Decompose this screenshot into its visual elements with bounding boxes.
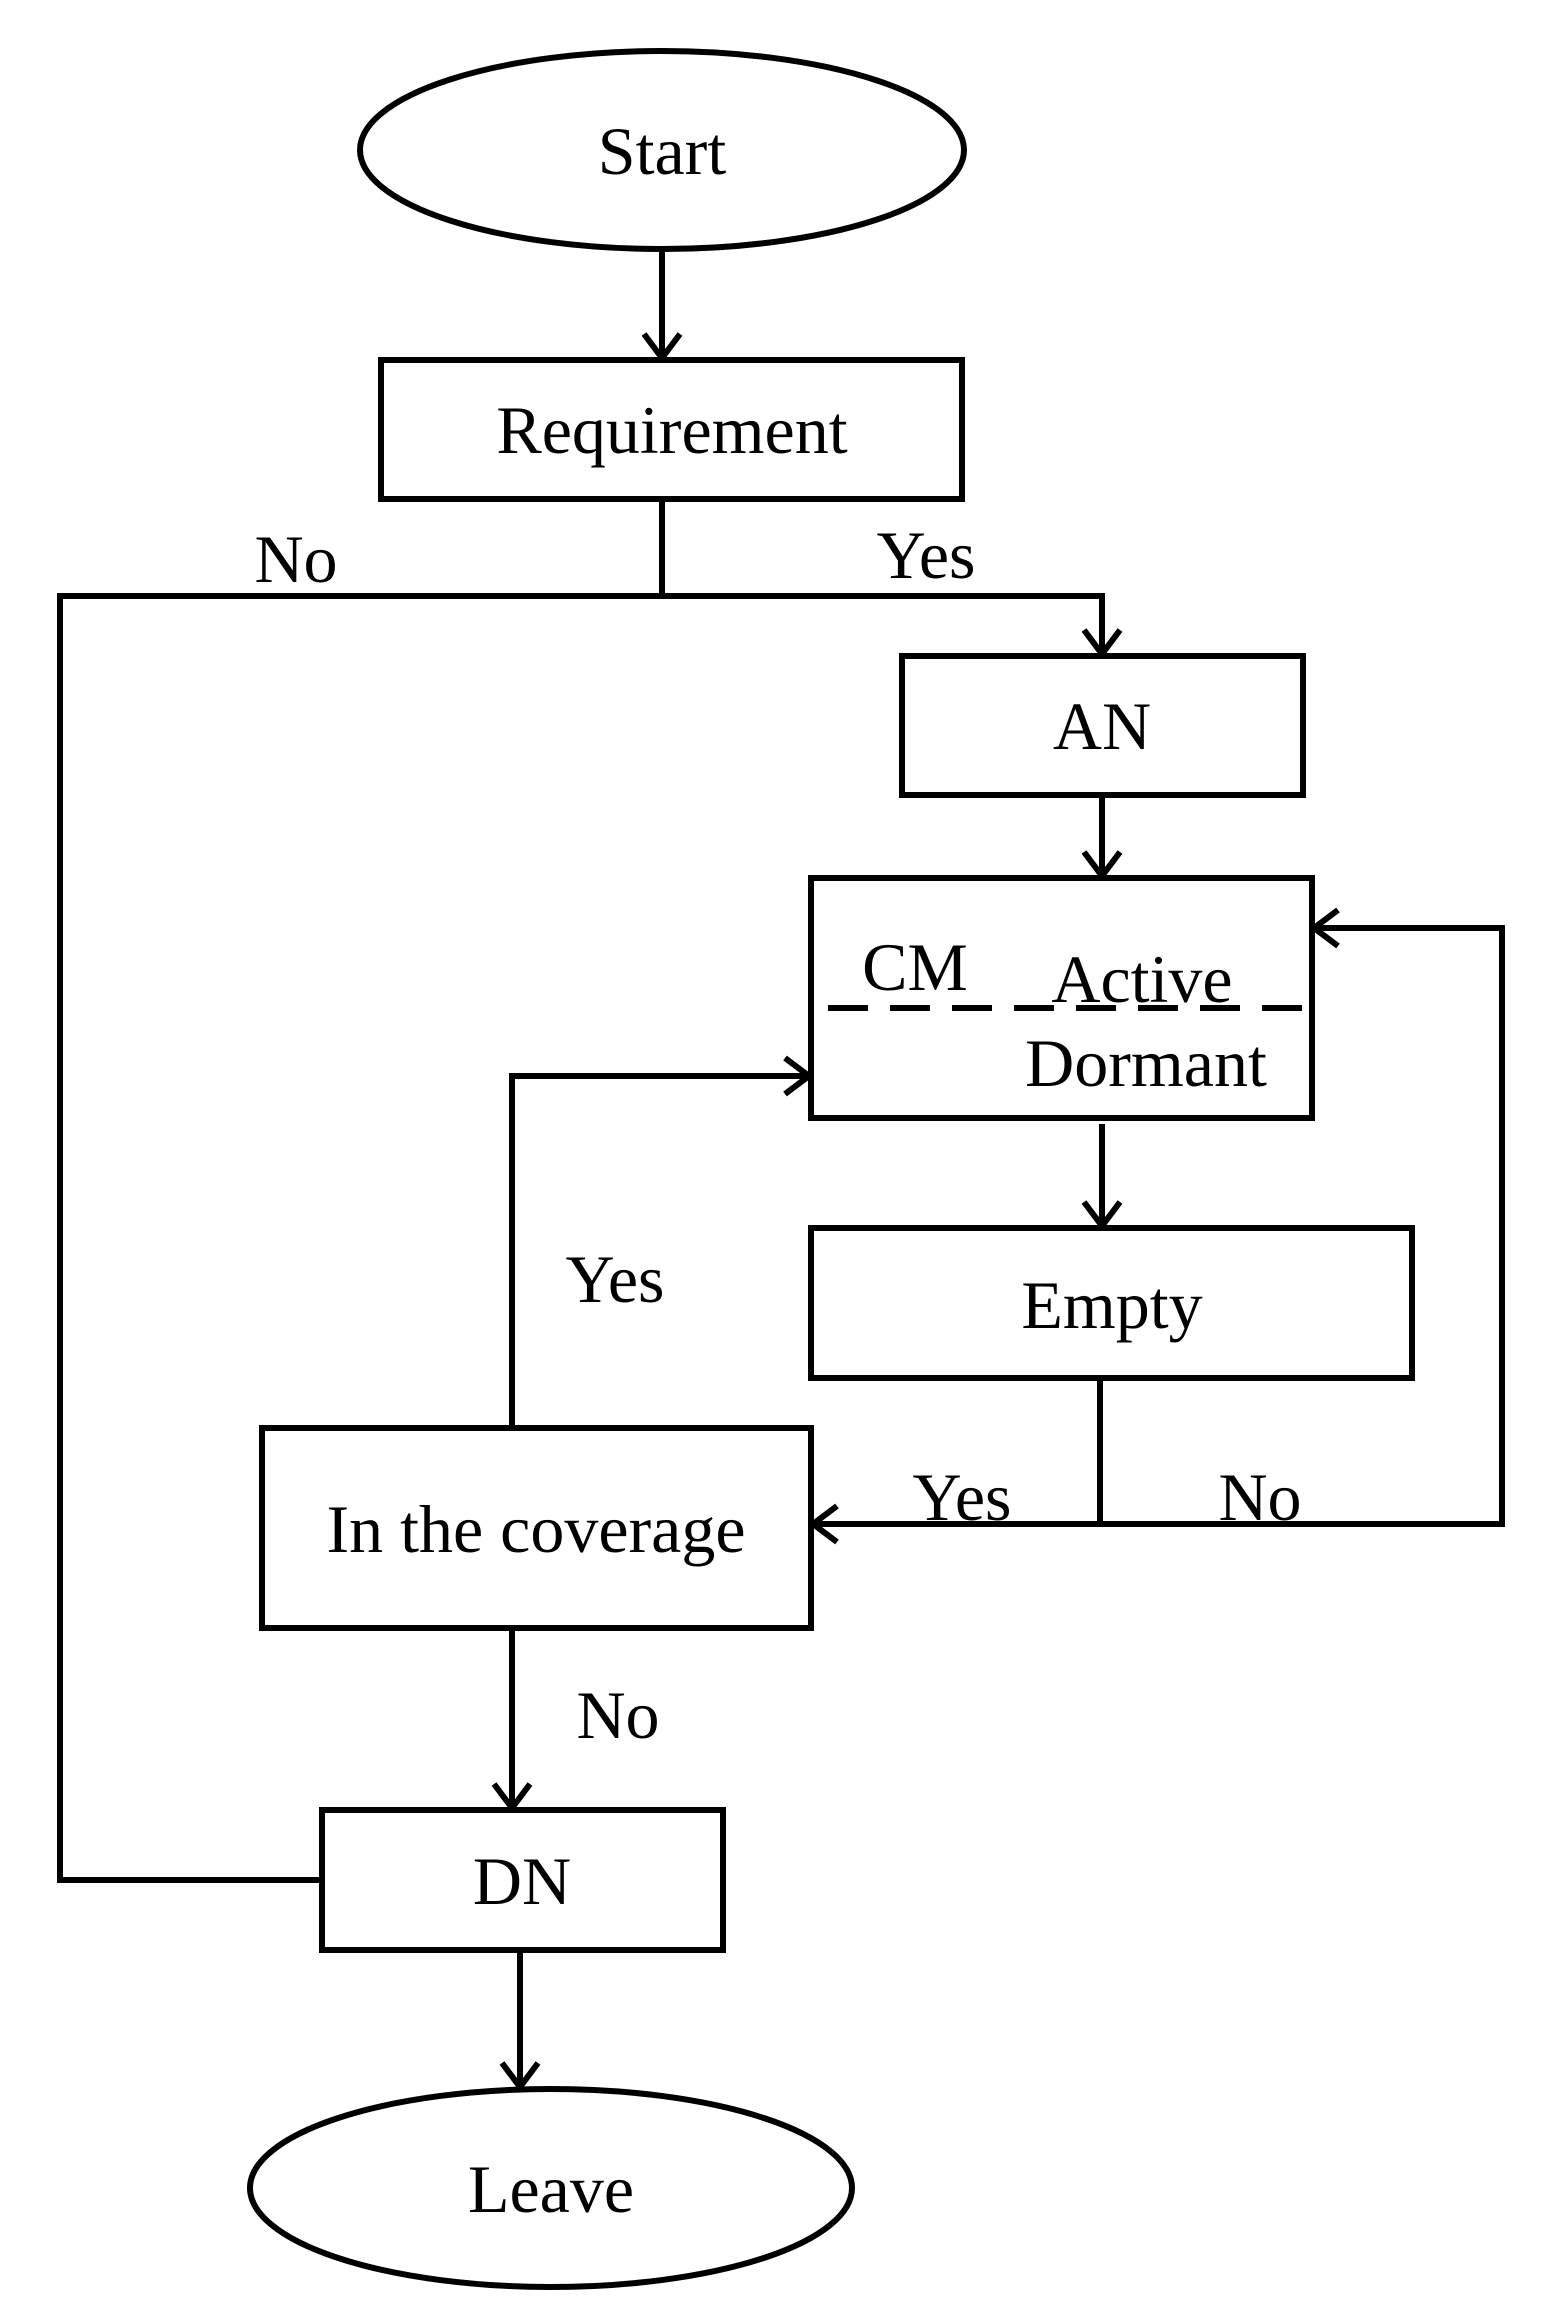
dn-label: DN — [473, 1843, 571, 1919]
arrowhead-empty — [1081, 1200, 1123, 1231]
requirement-node — [378, 357, 965, 502]
edge-requirement-no — [57, 593, 662, 1883]
arrowhead-an — [1081, 628, 1123, 659]
an-label: AN — [1053, 688, 1151, 764]
arrowhead-coverage — [808, 1503, 839, 1545]
cm-node — [808, 875, 1315, 1121]
edge-requirement-yes — [662, 593, 1105, 654]
active-label: Active — [1051, 941, 1232, 1017]
requirement-label: Requirement — [496, 392, 847, 468]
edge-label-empty-yes: Yes — [913, 1459, 1012, 1535]
cm-label: CM — [862, 929, 968, 1005]
empty-label: Empty — [1021, 1267, 1202, 1343]
start-label: Start — [598, 113, 727, 189]
arrowhead-requirement — [641, 332, 683, 363]
edge-label-empty-no: No — [1218, 1459, 1301, 1535]
edge-label-req-yes: Yes — [877, 517, 976, 593]
arrowhead-cm-left — [783, 1055, 814, 1097]
coverage-label: In the coverage — [326, 1491, 745, 1567]
edge-empty-no — [1100, 925, 1505, 1527]
leave-node — [247, 2086, 855, 2290]
edge-label-cov-no: No — [576, 1677, 659, 1753]
edge-coverage-yes — [509, 1073, 809, 1428]
arrowhead-dn — [491, 1782, 533, 1813]
arrowhead-cm-right — [1309, 907, 1340, 949]
coverage-node — [259, 1425, 814, 1631]
leave-label: Leave — [468, 2151, 634, 2227]
empty-node — [808, 1225, 1415, 1381]
dormant-label: Dormant — [1025, 1025, 1267, 1101]
arrowhead-cm-top — [1081, 850, 1123, 881]
edge-label-cov-yes: Yes — [566, 1241, 665, 1317]
arrowhead-leave — [499, 2061, 541, 2092]
edge-label-req-no: No — [254, 521, 337, 597]
